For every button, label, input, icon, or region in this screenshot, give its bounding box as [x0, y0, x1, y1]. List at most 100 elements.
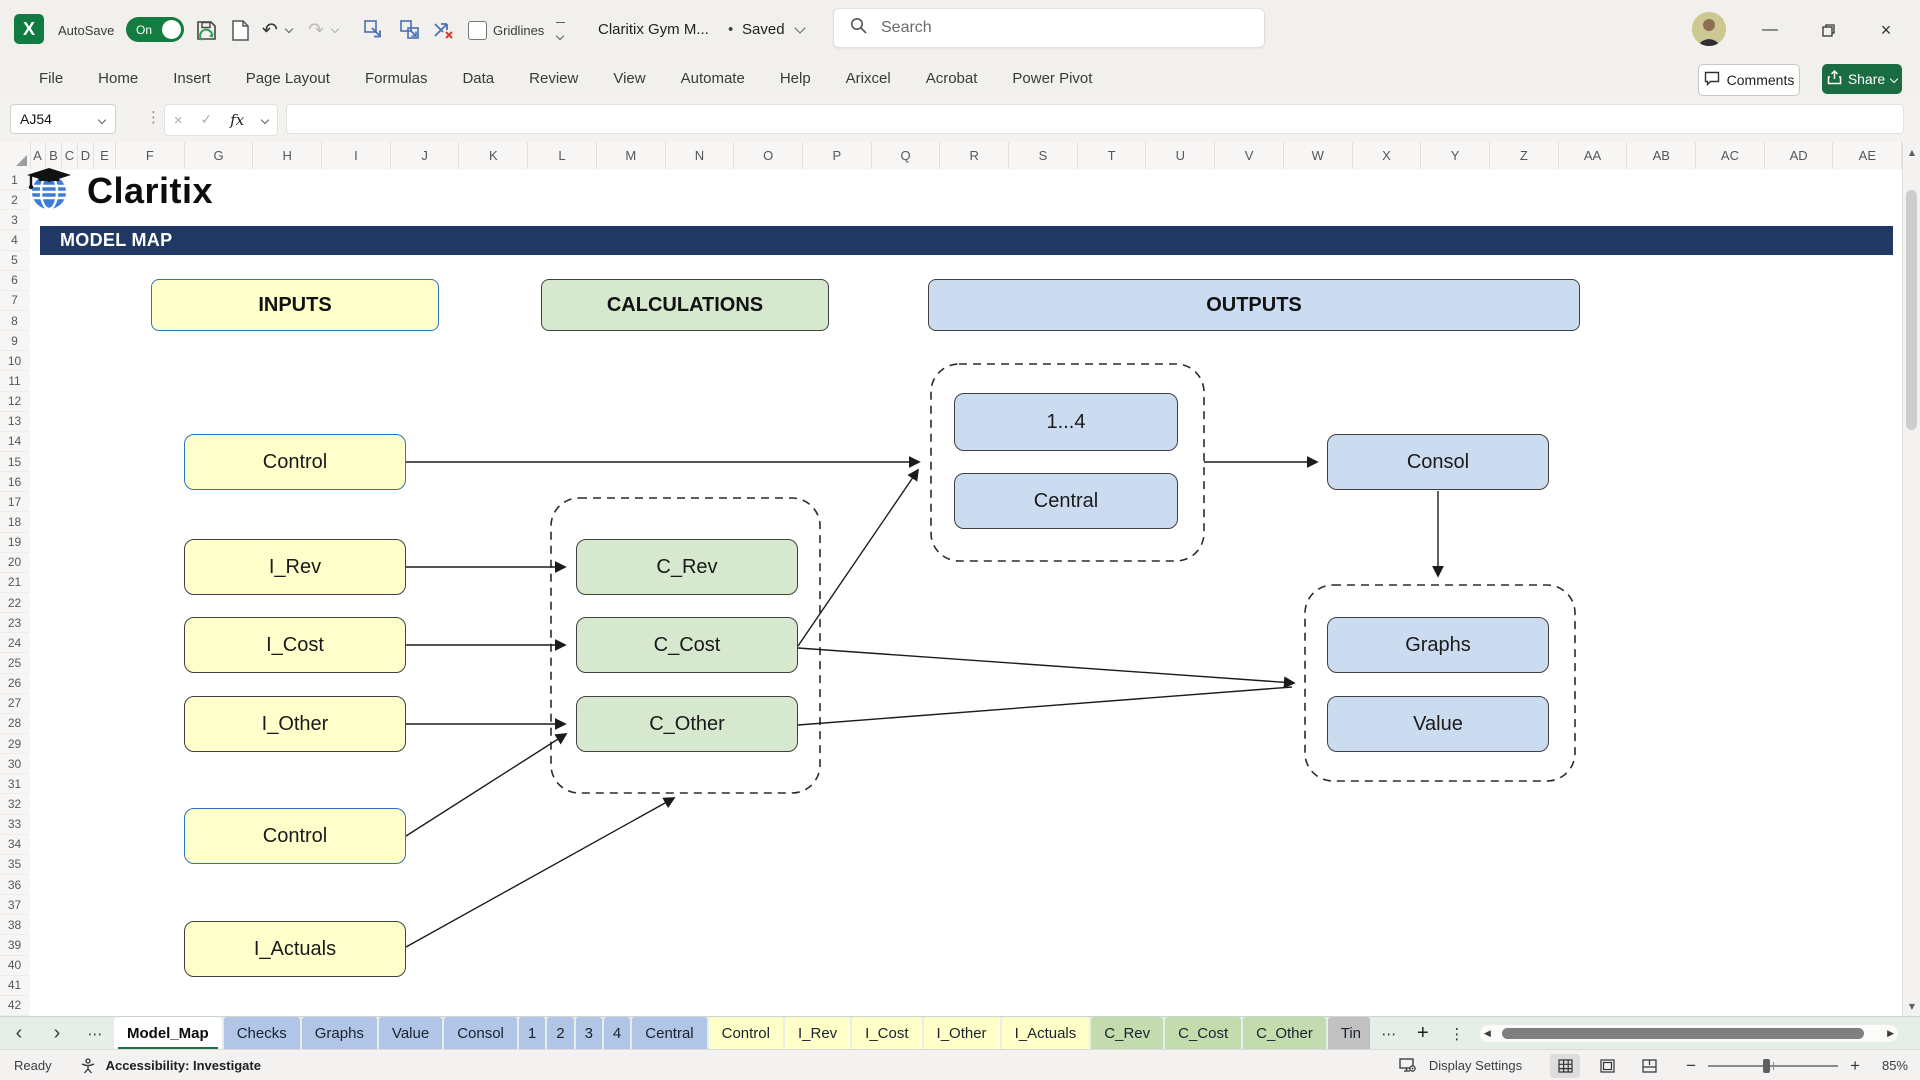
row-header-11[interactable]: 11	[0, 371, 29, 392]
row-header-40[interactable]: 40	[0, 956, 29, 976]
row-header-35[interactable]: 35	[0, 855, 29, 875]
saved-chevron-icon[interactable]	[794, 22, 806, 34]
tab-list-icon[interactable]: ⋯	[87, 1024, 103, 1043]
sheet-tab-Model_Map[interactable]: Model_Map	[114, 1017, 222, 1050]
column-header-AE[interactable]: AE	[1834, 142, 1903, 169]
column-header-H[interactable]: H	[253, 142, 323, 169]
row-header-36[interactable]: 36	[0, 875, 29, 896]
select-all-corner[interactable]	[0, 142, 31, 169]
ribbon-tab-arixcel[interactable]: Arixcel	[845, 69, 891, 87]
share-button[interactable]: Share	[1822, 64, 1902, 94]
row-header-5[interactable]: 5	[0, 251, 29, 271]
ribbon-tab-insert[interactable]: Insert	[173, 69, 211, 87]
ribbon-tab-view[interactable]: View	[613, 69, 646, 87]
column-header-N[interactable]: N	[666, 142, 735, 169]
row-header-9[interactable]: 9	[0, 331, 29, 352]
sheet-tab-C_Rev[interactable]: C_Rev	[1091, 1017, 1164, 1050]
accessibility-status[interactable]: Accessibility: Investigate	[105, 1058, 261, 1073]
sheet-tab-Checks[interactable]: Checks	[223, 1017, 300, 1050]
row-header-26[interactable]: 26	[0, 674, 29, 694]
new-workbook-icon[interactable]	[228, 18, 252, 42]
zoom-slider-thumb[interactable]	[1762, 1058, 1770, 1073]
zoom-level[interactable]: 85%	[1881, 1058, 1908, 1073]
column-header-X[interactable]: X	[1353, 142, 1422, 169]
row-header-10[interactable]: 10	[0, 351, 29, 372]
horizontal-scroll-thumb[interactable]	[1501, 1028, 1865, 1039]
column-header-O[interactable]: O	[734, 142, 803, 169]
column-header-J[interactable]: J	[391, 142, 460, 169]
minimize-button[interactable]: —	[1762, 21, 1778, 38]
row-header-34[interactable]: 34	[0, 835, 29, 855]
row-header-18[interactable]: 18	[0, 512, 29, 533]
column-header-Q[interactable]: Q	[872, 142, 941, 169]
row-header-27[interactable]: 27	[0, 694, 29, 714]
sheet-tab-Control[interactable]: Control	[708, 1017, 783, 1050]
hscroll-left-icon[interactable]: ◀	[1483, 1028, 1491, 1039]
qat-overflow-icon[interactable]	[555, 22, 568, 44]
sheet-tab-2[interactable]: 2	[547, 1017, 574, 1050]
ribbon-tab-formulas[interactable]: Formulas	[364, 69, 428, 87]
column-header-R[interactable]: R	[940, 142, 1010, 169]
status-mode[interactable]: Ready	[14, 1058, 52, 1073]
row-header-7[interactable]: 7	[0, 291, 29, 311]
scroll-down-icon[interactable]: ▼	[1908, 1001, 1916, 1011]
search-input[interactable]	[879, 18, 1213, 38]
scroll-up-icon[interactable]: ▲	[1908, 147, 1916, 157]
row-header-19[interactable]: 19	[0, 533, 29, 553]
column-header-E[interactable]: E	[94, 142, 116, 169]
row-header-42[interactable]: 42	[0, 996, 29, 1016]
row-header-30[interactable]: 30	[0, 754, 29, 775]
row-header-24[interactable]: 24	[0, 633, 29, 654]
column-header-Z[interactable]: Z	[1490, 142, 1559, 169]
row-header-15[interactable]: 15	[0, 452, 29, 473]
vertical-scrollbar[interactable]: ▲ ▼	[1902, 142, 1920, 1016]
row-header-28[interactable]: 28	[0, 714, 29, 734]
column-header-M[interactable]: M	[597, 142, 666, 169]
row-header-31[interactable]: 31	[0, 774, 29, 795]
sheet-tab-I_Rev[interactable]: I_Rev	[784, 1017, 851, 1050]
insert-function-icon[interactable]: fx	[230, 111, 245, 129]
view-page-break-button[interactable]	[1634, 1054, 1664, 1078]
column-header-AA[interactable]: AA	[1559, 142, 1628, 169]
add-sheet-icon[interactable]: +	[1417, 1022, 1429, 1044]
qat-clear-arrows-icon[interactable]	[432, 18, 456, 42]
search-box[interactable]	[833, 8, 1265, 48]
row-header-3[interactable]: 3	[0, 210, 29, 231]
sheet-tab-1[interactable]: 1	[518, 1017, 546, 1050]
tab-options-icon[interactable]: ⋮	[1449, 1024, 1465, 1043]
column-header-V[interactable]: V	[1215, 142, 1284, 169]
row-header-25[interactable]: 25	[0, 653, 29, 674]
save-icon[interactable]	[194, 18, 218, 42]
sheet-tab-C_Cost[interactable]: C_Cost	[1165, 1017, 1242, 1050]
view-page-layout-button[interactable]	[1592, 1054, 1622, 1078]
column-header-AC[interactable]: AC	[1696, 142, 1765, 169]
sheet-tab-4[interactable]: 4	[603, 1017, 631, 1050]
ribbon-tab-home[interactable]: Home	[98, 69, 139, 87]
zoom-in-button[interactable]: +	[1850, 1055, 1860, 1075]
sheet-tab-Central[interactable]: Central	[632, 1017, 707, 1050]
column-header-A[interactable]: A	[30, 142, 46, 169]
row-header-22[interactable]: 22	[0, 593, 29, 614]
close-button[interactable]: ×	[1880, 19, 1892, 40]
column-header-U[interactable]: U	[1147, 142, 1216, 169]
row-header-23[interactable]: 23	[0, 613, 29, 634]
ribbon-tab-file[interactable]: File	[39, 69, 64, 87]
row-header-37[interactable]: 37	[0, 895, 29, 916]
ribbon-tab-acrobat[interactable]: Acrobat	[925, 69, 978, 87]
ribbon-tab-review[interactable]: Review	[529, 69, 579, 87]
qat-copy-range-icon[interactable]	[398, 18, 422, 42]
ribbon-tab-power-pivot[interactable]: Power Pivot	[1012, 69, 1093, 87]
maximize-button[interactable]	[1808, 16, 1848, 44]
row-header-4[interactable]: 4	[0, 230, 29, 251]
excel-app-icon[interactable]: X	[14, 14, 44, 44]
workbook-title[interactable]: Claritix Gym M...	[598, 21, 709, 38]
column-header-B[interactable]: B	[46, 142, 62, 169]
formula-input[interactable]	[286, 104, 1904, 134]
zoom-slider[interactable]	[1708, 1058, 1839, 1073]
column-header-AB[interactable]: AB	[1627, 142, 1697, 169]
ribbon-tab-automate[interactable]: Automate	[680, 69, 745, 87]
row-header-32[interactable]: 32	[0, 794, 29, 815]
display-settings-label[interactable]: Display Settings	[1428, 1058, 1523, 1073]
column-header-I[interactable]: I	[322, 142, 391, 169]
autosave-toggle[interactable]: On	[126, 17, 184, 42]
